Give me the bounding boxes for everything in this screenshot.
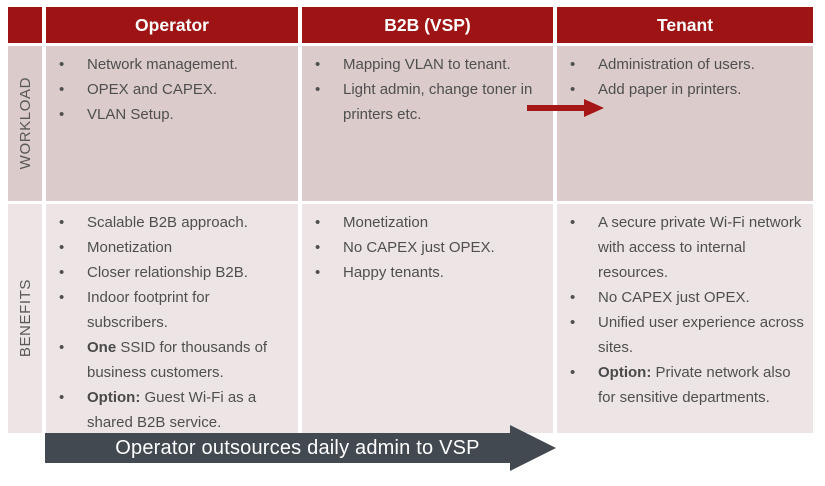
bullet-item: • Monetization (315, 210, 549, 235)
bullet-icon: • (315, 56, 321, 73)
cell-workload-operator: • Network management. • OPEX and CAPEX. • VLA… (46, 46, 298, 201)
bullet-item: • One SSID for thousands of business cust… (59, 335, 294, 385)
bullet-item: • Administration of users. (570, 52, 809, 77)
bullet-icon: • (59, 339, 65, 356)
bullet-text: Unified user experience across sites. (598, 314, 804, 356)
bullet-text: Mapping VLAN to tenant. (343, 56, 511, 73)
bullet-icon: • (59, 81, 65, 98)
bullet-icon: • (570, 214, 576, 231)
column-header-b2b-vsp: B2B (VSP) (302, 7, 553, 43)
bullet-item: • Closer relationship B2B. (59, 260, 294, 285)
cell-benefits-operator: • Scalable B2B approach. • Monetization • Clo… (46, 204, 298, 433)
bullet-text: Monetization (343, 214, 429, 231)
bullet-item: • OPEX and CAPEX. (59, 77, 294, 102)
bullet-icon: • (570, 81, 576, 98)
bullet-item: • Monetization (59, 235, 294, 260)
bullet-icon: • (570, 56, 576, 73)
row-label-benefits-text: BENEFITS (16, 279, 34, 358)
bullet-text: VLAN Setup. (87, 106, 174, 123)
bullet-text: A secure private Wi-Fi network with acce… (598, 214, 802, 281)
bullet-text: Closer relationship B2B. (87, 264, 248, 281)
bullet-text: Administration of users. (598, 56, 755, 73)
bullet-item: • Scalable B2B approach. (59, 210, 294, 235)
bullet-icon: • (315, 214, 321, 231)
bullet-text: One SSID for thousands of business custo… (87, 339, 268, 381)
bullet-icon: • (59, 289, 65, 306)
corner-header-cell (8, 7, 42, 43)
bullet-icon: • (570, 314, 576, 331)
bullet-item: • No CAPEX just OPEX. (570, 285, 809, 310)
bullet-item: • VLAN Setup. (59, 102, 294, 127)
comparison-table: Operator B2B (VSP) Tenant WORKLOAD • Netw… (8, 7, 813, 433)
bullet-item: • Add paper in printers. (570, 77, 809, 102)
bullet-text: Indoor footprint for subscribers. (87, 289, 210, 331)
column-header-operator: Operator (46, 7, 298, 43)
bullet-item: • Happy tenants. (315, 260, 549, 285)
bullet-text: No CAPEX just OPEX. (343, 239, 495, 256)
bullet-item: • Unified user experience across sites. (570, 310, 809, 360)
cell-workload-b2b-vsp: • Mapping VLAN to tenant. • Light admin, ch… (302, 46, 553, 201)
dark-arrow-right-icon (510, 425, 556, 471)
bullet-icon: • (59, 239, 65, 256)
banner-arrow: Operator outsources daily admin to VSP (45, 425, 556, 471)
bullet-icon: • (315, 81, 321, 98)
column-header-tenant: Tenant (557, 7, 813, 43)
bullet-text: No CAPEX just OPEX. (598, 289, 750, 306)
bullet-text: Option: Private network also for sensiti… (598, 364, 791, 406)
bullet-text: Scalable B2B approach. (87, 214, 248, 231)
row-label-workload: WORKLOAD (8, 46, 42, 201)
bullet-item: • Option: Private network also for sensit… (570, 360, 809, 410)
bullet-icon: • (59, 106, 65, 123)
bullet-item: • Mapping VLAN to tenant. (315, 52, 549, 77)
bullet-item: • Light admin, change toner in printers e… (315, 77, 549, 127)
bullet-icon: • (59, 389, 65, 406)
bullet-item: • A secure private Wi-Fi network with acc… (570, 210, 809, 285)
bullet-item: • Option: Guest Wi-Fi as a shared B2B ser… (59, 385, 294, 435)
bullet-text: Happy tenants. (343, 264, 444, 281)
bullet-item: • No CAPEX just OPEX. (315, 235, 549, 260)
bullet-text: Monetization (87, 239, 173, 256)
bullet-icon: • (315, 239, 321, 256)
cell-benefits-tenant: • A secure private Wi-Fi network with acc… (557, 204, 813, 433)
red-arrow-right-icon (527, 99, 604, 117)
bullet-text: Option: Guest Wi-Fi as a shared B2B serv… (87, 389, 257, 431)
bullet-icon: • (570, 364, 576, 381)
bullet-item: • Indoor footprint for subscribers. (59, 285, 294, 335)
banner-label: Operator outsources daily admin to VSP (115, 436, 480, 459)
row-label-benefits: BENEFITS (8, 204, 42, 433)
row-label-workload-text: WORKLOAD (16, 77, 34, 170)
bullet-icon: • (59, 214, 65, 231)
bullet-text: Network management. (87, 56, 238, 73)
bullet-icon: • (315, 264, 321, 281)
bullet-item: • Network management. (59, 52, 294, 77)
bullet-text: OPEX and CAPEX. (87, 81, 218, 98)
cell-workload-tenant: • Administration of users. • Add paper in p… (557, 46, 813, 201)
cell-benefits-b2b-vsp: • Monetization • No CAPEX just OPEX. • Happy … (302, 204, 553, 433)
bullet-icon: • (59, 56, 65, 73)
bullet-icon: • (570, 289, 576, 306)
bullet-icon: • (59, 264, 65, 281)
bullet-text: Light admin, change toner in printers et… (343, 81, 533, 123)
bullet-text: Add paper in printers. (598, 81, 742, 98)
